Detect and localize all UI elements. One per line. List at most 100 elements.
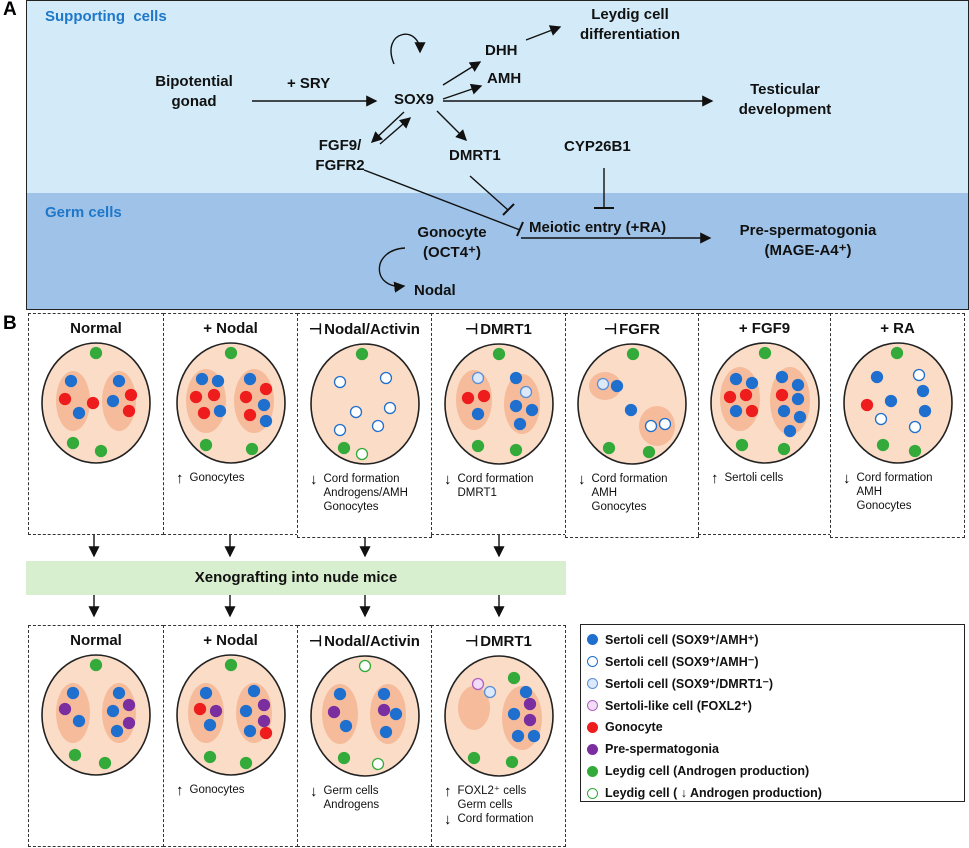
- sertoli-cell: [513, 417, 526, 431]
- inhibit-icon: ⊣: [309, 321, 323, 338]
- pre-spermatogonia: [209, 704, 222, 718]
- germ-cells-label: Germ cells: [45, 204, 122, 221]
- sertoli-cell: [211, 374, 224, 388]
- node-amh: AMH: [487, 70, 522, 87]
- arrow-sox9-fgf9: [370, 111, 405, 143]
- legend-item: Sertoli-like cell (FOXL2⁺): [581, 694, 964, 716]
- condition-title: Normal: [29, 632, 163, 649]
- sertoli-cell: [884, 394, 897, 408]
- gonocyte: [239, 390, 252, 404]
- gonocyte: [243, 408, 256, 422]
- sertoli-cell: [64, 374, 78, 388]
- condition-title-text: FGFR: [619, 321, 660, 338]
- gonocyte: [745, 404, 758, 418]
- node-dhh: DHH: [485, 42, 518, 59]
- tissue-illustration: [443, 343, 554, 465]
- effect-note: Cord formation DMRT1: [457, 473, 534, 499]
- tissue-illustration: [443, 655, 554, 777]
- legend-item: Leydig cell (Androgen production): [581, 760, 964, 782]
- germ-cells-region: [26, 193, 969, 310]
- pre-spermatogonia: [327, 705, 340, 719]
- condition-panel: ⊣Nodal/Activin↓Germ cells Androgens: [297, 625, 432, 847]
- sertoli-cell: [213, 404, 226, 418]
- inhibit-icon: ⊣: [465, 633, 479, 650]
- gonocyte: [207, 388, 220, 402]
- sertoli-cell: [195, 372, 208, 386]
- legend-item: Sertoli cell (SOX9⁺/AMH⁻): [581, 650, 964, 672]
- leydig-cell: [89, 658, 103, 672]
- sertoli-cell: [918, 404, 931, 418]
- condition-title-text: + RA: [880, 320, 915, 337]
- condition-panel: Normal: [28, 313, 164, 535]
- condition-panel: ⊣DMRT1↑FOXL2⁺ cells Germ cells↓Cord form…: [431, 625, 566, 847]
- leydig-cell: [89, 346, 103, 360]
- tissue-illustration: [309, 655, 420, 777]
- condition-title: + Nodal: [164, 320, 297, 337]
- sertoli-cell: [339, 719, 352, 733]
- legend-label: Sertoli cell (SOX9⁺/AMH⁻): [605, 654, 759, 669]
- sertoli-cell: [112, 686, 126, 700]
- leydig-cell: [224, 658, 237, 672]
- sertoli-cell: [729, 372, 742, 386]
- testis-cord: [56, 683, 90, 743]
- sertoli-cell-dmrt1-neg: [471, 371, 484, 385]
- leydig-cell: [66, 436, 80, 450]
- legend-label: Sertoli cell (SOX9⁺/DMRT1⁻): [605, 676, 774, 691]
- node-sox9: SOX9: [394, 91, 435, 108]
- gonocyte: [122, 404, 136, 418]
- leydig-cell-low-androgen: [358, 659, 371, 673]
- tissue-illustration: [709, 342, 820, 464]
- condition-title-text: Normal: [70, 632, 122, 649]
- decrease-arrow-icon: ↓: [310, 471, 318, 488]
- sertoli-cell: [247, 684, 260, 698]
- sertoli-cell-amh-neg: [658, 417, 672, 431]
- leydig-cell: [355, 347, 368, 361]
- gonocyte: [775, 388, 788, 402]
- condition-title-text: + Nodal: [203, 320, 258, 337]
- sertoli-cell: [379, 725, 392, 739]
- testis-cord: [457, 686, 490, 730]
- decrease-arrow-icon: ↓: [310, 783, 318, 800]
- sertoli-cell: [511, 729, 524, 743]
- leydig-cell: [68, 748, 82, 762]
- nodal-loop: [378, 247, 406, 293]
- condition-panel: ⊣FGFR↓Cord formation AMH Gonocytes: [565, 313, 699, 538]
- pathway-arrows: [252, 25, 714, 293]
- pre-spermatogonia: [122, 698, 136, 712]
- condition-title: ⊣Nodal/Activin: [298, 320, 431, 338]
- inhibit-dmrt1-meiotic: [469, 175, 509, 211]
- condition-title: + Nodal: [164, 632, 297, 649]
- node-leydig-differentiation: Leydig cell differentiation: [580, 6, 680, 43]
- tissue-illustration: [309, 343, 420, 465]
- pre-spermatogonia: [257, 698, 270, 712]
- legend-item: Sertoli cell (SOX9⁺/AMH⁺): [581, 628, 964, 650]
- sertoli-cell-dmrt1-neg: [596, 377, 610, 391]
- condition-panel: ⊣Nodal/Activin ↓ Cord formation Androgens/…: [297, 313, 432, 538]
- pre-spermatogonia: [257, 714, 270, 728]
- decrease-arrow-icon: ↓: [843, 470, 851, 487]
- legend-swatch-icon: [587, 655, 598, 667]
- inhibit-fgf9-meiotic: [363, 169, 521, 231]
- effect-note: Gonocytes: [189, 472, 245, 484]
- sertoli-cell: [791, 392, 804, 406]
- sertoli-cell: [72, 714, 86, 728]
- legend-swatch-icon: [587, 765, 598, 777]
- sertoli-cell: [745, 376, 758, 390]
- increase-arrow-icon: ↑: [176, 470, 184, 487]
- tissue-illustration: [175, 342, 286, 464]
- sertoli-cell: [66, 686, 80, 700]
- leydig-cell: [507, 671, 520, 685]
- gonocyte: [461, 391, 474, 405]
- sertoli-cell: [775, 370, 788, 384]
- leydig-cell: [471, 439, 484, 453]
- effect-note: Cord formation Androgens/AMH Gonocytes: [323, 473, 408, 513]
- arrow-sox9-dmrt1: [436, 110, 467, 141]
- effect-note: Cord formation: [457, 813, 534, 825]
- sertoli-cell: [333, 687, 346, 701]
- sertoli-cell: [203, 718, 216, 732]
- legend-swatch-icon: [587, 743, 598, 755]
- condition-title-text: Nodal/Activin: [324, 321, 420, 338]
- tissue-illustration: [577, 343, 687, 465]
- pre-spermatogonia: [523, 713, 536, 727]
- node-testicular-development: Testicular development: [738, 81, 832, 118]
